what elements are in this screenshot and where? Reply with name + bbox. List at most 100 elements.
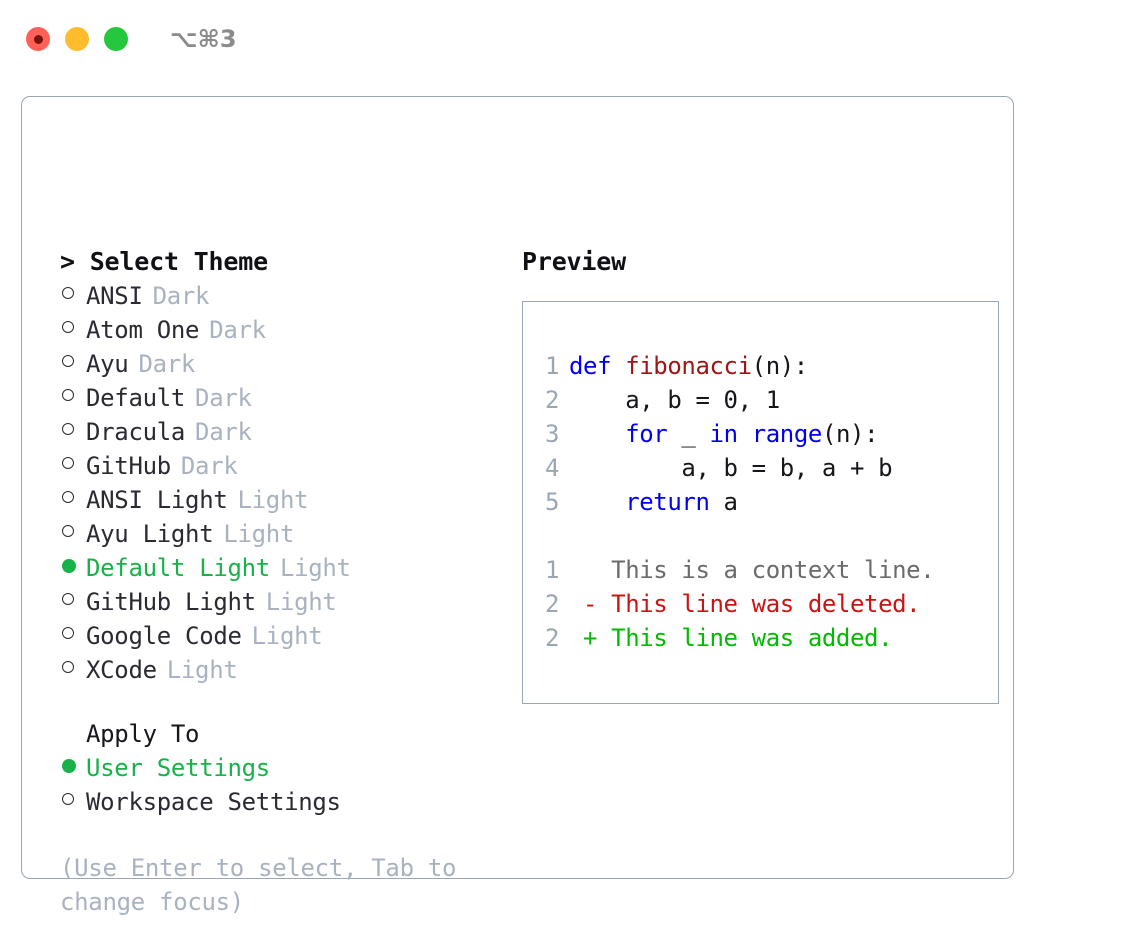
keyboard-shortcut-label: ⌥⌘3 [170,25,237,53]
traffic-light-buttons [26,27,128,51]
line-number: 5 [544,488,559,516]
radio-ring [62,593,74,605]
code-token: (n): [751,352,809,380]
theme-mode-tag: Dark [195,384,252,412]
code-spacer [523,519,998,553]
theme-item-label: Atom One [86,316,200,344]
title-bar: ⌥⌘3 [0,0,1140,78]
theme-mode-tag: Light [265,588,337,616]
code-line: 4 a, b = b, a + b [523,451,998,485]
theme-mode-tag: Light [251,622,323,650]
theme-item-label: Ayu [86,350,129,378]
code-token: for [625,420,668,448]
code-text: a, b = 0, 1 [569,383,780,417]
minimize-button[interactable] [65,27,89,51]
code-token [569,420,625,448]
theme-item-default[interactable]: Default Dark [60,381,500,415]
theme-item-atom-one[interactable]: Atom One Dark [60,313,500,347]
diff-line-ctx: 1 This is a context line. [523,553,998,587]
theme-item-label: XCode [86,656,157,684]
code-token [569,488,625,516]
radio-ring [62,627,74,639]
radio-ring [62,525,74,537]
code-token: a [709,488,738,516]
theme-mode-tag: Dark [195,418,252,446]
theme-item-label: Default [86,384,186,412]
line-number: 1 [544,556,559,584]
preview-header: Preview [522,247,626,276]
theme-item-label: Dracula [86,418,186,446]
theme-mode-tag: Dark [180,452,238,480]
apply-to-header: Apply To [86,720,200,748]
line-number: 2 [544,590,559,618]
theme-item-dracula[interactable]: Dracula Dark [60,415,500,449]
diff-line-del: 2 - This line was deleted. [523,587,998,621]
radio-ring [62,661,74,673]
code-token: return [625,488,710,516]
radio-ring [62,793,74,805]
code-token: a, b = b, a + b [569,454,893,482]
close-icon [33,34,43,44]
theme-item-label: GitHub Light [86,588,256,616]
theme-item-google-code[interactable]: Google Code Light [60,619,500,653]
radio-ring [62,287,74,299]
code-token: in [709,420,739,448]
code-line: 3 for _ in range(n): [523,417,998,451]
theme-item-label: ANSI Light [86,486,228,514]
code-token: fibonacci [625,352,752,380]
theme-item-github-light[interactable]: GitHub Light Light [60,585,500,619]
radio-dot [62,759,76,773]
apply-to-item-label: Workspace Settings [86,788,341,816]
theme-mode-tag: Dark [209,316,266,344]
radio-ring [62,491,74,503]
line-number: 1 [544,352,559,380]
code-token: (n): [821,420,879,448]
line-number: 4 [544,454,559,482]
radio-ring [62,423,74,435]
radio-ring [62,457,74,469]
theme-mode-tag: Dark [138,350,196,378]
theme-item-github[interactable]: GitHub Dark [60,449,500,483]
code-line: 2 a, b = 0, 1 [523,383,998,417]
theme-item-label: GitHub [86,452,171,480]
apply-to-item-workspace-settings[interactable]: Workspace Settings [60,785,500,819]
apply-to-item-label: User Settings [86,754,270,782]
apply-to-item-user-settings[interactable]: User Settings [60,751,500,785]
radio-ring [62,389,74,401]
theme-mode-tag: Light [237,486,309,514]
theme-item-ayu-light[interactable]: Ayu Light Light [60,517,500,551]
theme-mode-tag: Light [223,520,295,548]
code-token [738,420,752,448]
code-token: a, b = 0, 1 [569,386,780,414]
theme-mode-tag: Light [279,554,351,582]
diff-sample: 1 This is a context line.2 - This line w… [523,553,998,655]
theme-item-ansi-light[interactable]: ANSI Light Light [60,483,500,517]
code-text: return a [569,485,738,519]
theme-item-label: Ayu Light [86,520,214,548]
diff-line-add: 2 + This line was added. [523,621,998,655]
theme-item-ayu[interactable]: Ayu Dark [60,347,500,381]
line-number: 2 [544,624,559,652]
code-token: _ [667,420,710,448]
radio-ring [62,355,74,367]
close-button[interactable] [26,27,50,51]
theme-mode-tag: Dark [152,282,210,310]
code-line: 5 return a [523,485,998,519]
theme-item-label: Google Code [86,622,242,650]
maximize-button[interactable] [104,27,128,51]
diff-text: This is a context line. [569,556,935,584]
diff-text: + This line was added. [569,624,893,652]
line-number: 3 [544,420,559,448]
code-text: a, b = b, a + b [569,451,892,485]
code-token: range [751,420,823,448]
